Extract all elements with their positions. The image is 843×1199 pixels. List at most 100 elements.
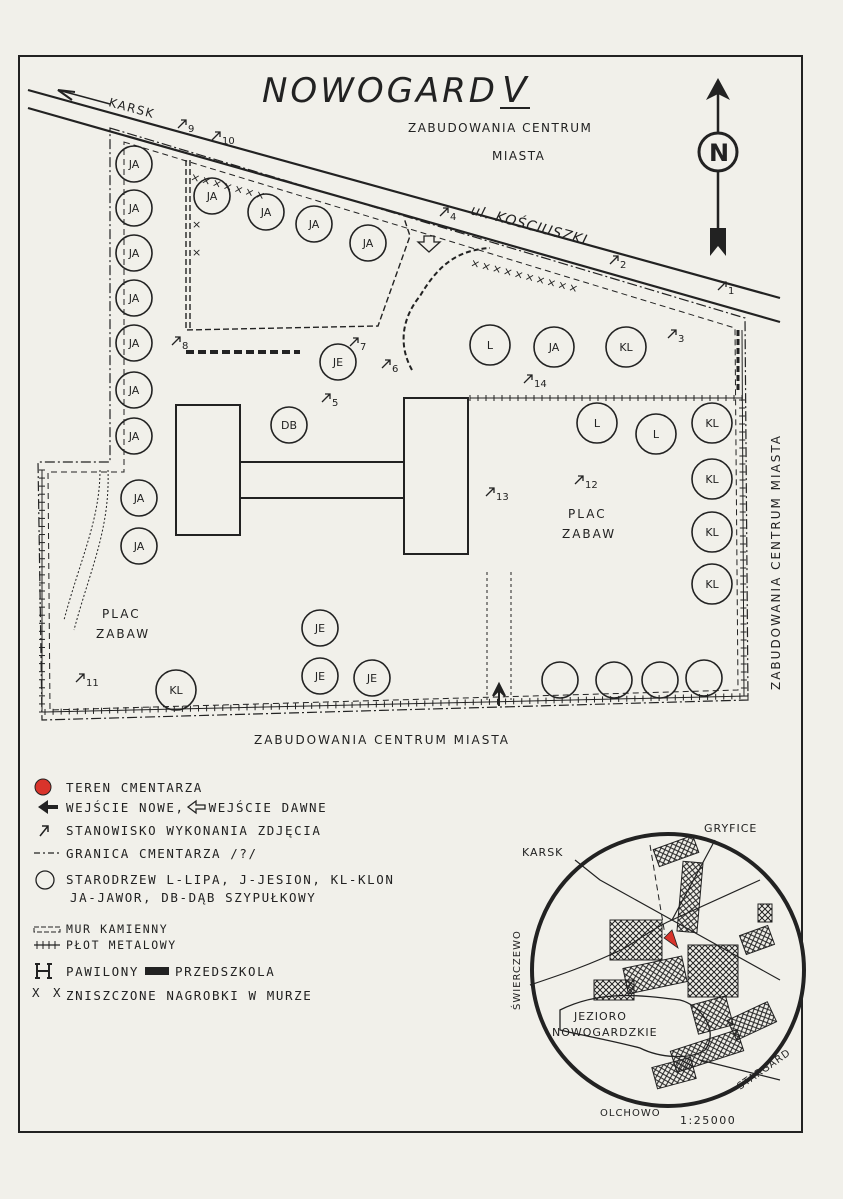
photo-station-2: 2 <box>609 255 626 271</box>
karsk-label: KARSK <box>107 95 156 121</box>
tree-kl: KL <box>605 326 647 368</box>
tree-ja: JA <box>247 193 285 231</box>
tree-unmarked <box>685 659 723 697</box>
tree-ja: JA <box>295 205 333 243</box>
photo-station-1: 1 <box>717 281 734 297</box>
tree-l: L <box>635 413 677 455</box>
photo-station-3: 3 <box>667 329 684 345</box>
tree-code-label: DB <box>281 419 297 432</box>
tree-ja: JA <box>120 479 158 517</box>
photo-station-number: 5 <box>332 398 338 409</box>
tree-code-label: L <box>594 417 601 430</box>
boundary-line-icon <box>32 843 66 863</box>
map-title: NOWOGARD <box>262 71 498 111</box>
inset-karsk-label: KARSK <box>522 846 563 859</box>
tree-code-label: KL <box>705 417 719 430</box>
tree-code-label: JA <box>206 190 218 203</box>
tree-ja: JA <box>115 324 153 362</box>
tree-code-label: JA <box>133 492 145 505</box>
north-buildings-label-1: ZABUDOWANIA CENTRUM <box>408 121 592 135</box>
photo-station-10: 10 <box>211 131 235 147</box>
tree-ja: JA <box>193 177 231 215</box>
destroyed-graves-mark: × <box>192 218 201 231</box>
inset-gryfice-label: GRYFICE <box>704 822 757 835</box>
map-title-numeral: V <box>502 70 529 111</box>
legend-metal-fence: PŁOT METALOWY <box>66 938 177 952</box>
stone-wall-icon <box>32 919 66 939</box>
tree-je: JE <box>353 659 391 697</box>
photo-station-number: 2 <box>620 260 626 271</box>
destroyed-graves-mark: × <box>192 246 201 259</box>
preschool-icon <box>139 961 175 981</box>
tree-code-label: JA <box>260 206 272 219</box>
tree-l: L <box>469 324 511 366</box>
legend-destroyed-graves: ZNISZCZONE NAGROBKI W MURZE <box>66 987 313 1003</box>
playground-left-label-1: PLAC <box>102 607 141 621</box>
legend-xx-symbol: X X <box>32 985 64 1000</box>
inset-lake-label-1: JEZIORO <box>573 1010 627 1023</box>
metal-fence <box>41 329 749 713</box>
cemetery-area-icon <box>34 778 52 796</box>
tree-code-label: JA <box>128 247 140 260</box>
stone-wall <box>185 160 740 392</box>
legend-preschool: PRZEDSZKOLA <box>175 963 276 979</box>
south-buildings-label: ZABUDOWANIA CENTRUM MIASTA <box>254 733 510 747</box>
tree-ja: JA <box>115 189 153 227</box>
photo-station-number: 8 <box>182 341 188 352</box>
tree-unmarked <box>595 661 633 699</box>
tree-code-label: KL <box>705 473 719 486</box>
tree-kl: KL <box>691 458 733 500</box>
tree-circle-icon <box>32 869 66 890</box>
metal-fence-icon <box>32 935 66 955</box>
legend-cemetery-area: TEREN CMENTARZA <box>66 779 203 795</box>
tree-kl: KL <box>691 511 733 553</box>
photo-station-number: 1 <box>728 286 734 297</box>
compass-letter: N <box>709 139 729 167</box>
inset-lake-label-2: NOWOGARDZKIE <box>552 1026 658 1039</box>
photo-station-8: 8 <box>171 336 188 352</box>
tree-kl: KL <box>155 669 197 711</box>
tree-code-label: JA <box>133 540 145 553</box>
cemetery-boundary <box>37 127 749 721</box>
photo-station-9: 9 <box>177 119 194 135</box>
photo-station-number: 9 <box>188 124 194 135</box>
map-frame <box>18 55 803 1133</box>
tree-l: L <box>576 402 618 444</box>
tree-unmarked <box>541 661 579 699</box>
tree-code-label: JE <box>366 672 377 685</box>
playground-left-label-2: ZABAW <box>96 627 150 641</box>
inset-scale-label: 1:25000 <box>680 1114 736 1127</box>
east-buildings-label: ZABUDOWANIA CENTRUM MIASTA <box>769 434 783 690</box>
tree-je: JE <box>301 609 339 647</box>
tree-ja: JA <box>349 224 387 262</box>
photo-station-icon <box>32 820 66 840</box>
legend-stone-wall: MUR KAMIENNY <box>66 922 169 936</box>
tree-code-label: JA <box>362 237 374 250</box>
pavilion-icon <box>32 961 66 981</box>
photo-station-number: 4 <box>450 212 456 223</box>
entrance-new-icon <box>32 797 66 817</box>
tree-code-label: JE <box>314 670 325 683</box>
north-compass-icon <box>697 78 739 256</box>
tree-code-label: JA <box>128 430 140 443</box>
tree-code-label: L <box>487 339 494 352</box>
photo-station-4: 4 <box>439 207 456 223</box>
tree-code-label: JA <box>128 202 140 215</box>
tree-je: JE <box>301 657 339 695</box>
photo-station-6: 6 <box>381 359 398 375</box>
photo-station-number: 3 <box>678 334 684 345</box>
tree-code-label: JA <box>128 158 140 171</box>
legend-old-trees-2: JA-JAWOR, DB-DĄB SZYPUŁKOWY <box>70 890 317 905</box>
tree-ja: JA <box>115 279 153 317</box>
tree-code-label: L <box>653 428 660 441</box>
tree-code-label: KL <box>169 684 183 697</box>
tree-ja: JA <box>115 234 153 272</box>
photo-station-number: 6 <box>392 364 398 375</box>
photo-station-7: 7 <box>349 337 366 353</box>
tree-ja: JA <box>533 326 575 368</box>
pavilion-building <box>175 397 469 555</box>
tree-code-label: KL <box>705 526 719 539</box>
photo-station-13: 13 <box>485 487 509 503</box>
tree-db: DB <box>270 406 308 444</box>
legend-photo-station: STANOWISKO WYKONANIA ZDJĘCIA <box>66 822 322 838</box>
